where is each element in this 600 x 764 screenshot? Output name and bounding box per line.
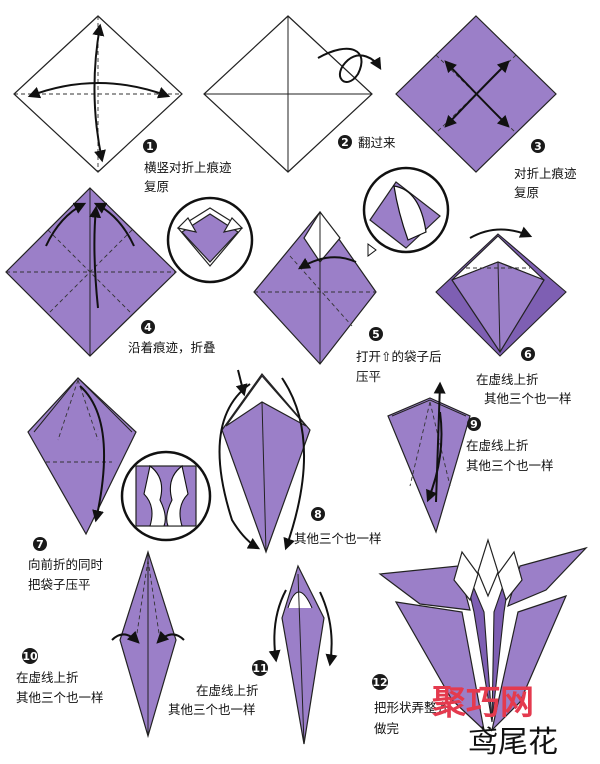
step-caption-line: 复原 [144, 179, 169, 194]
step-caption-line: 打开⇧的袋子后 [356, 349, 441, 364]
step-4-zoom-detail [166, 196, 254, 284]
step-3-label: 3 对折上痕迹 复原 [514, 139, 577, 200]
step-number: 5 [372, 328, 380, 341]
step-caption-line: 横竖对折上痕迹 [144, 160, 232, 175]
step-caption-line: 在虚线上折 [476, 372, 539, 387]
step-8-label: 8 其他三个也一样 [294, 507, 382, 546]
step-11-label: 11 在虚线上折 其他三个也一样 [168, 660, 268, 717]
step-2-figure [203, 15, 382, 173]
step-number: 2 [341, 136, 349, 149]
step-7-zoom-detail [120, 450, 212, 542]
step-caption-line: 在虚线上折 [466, 438, 529, 453]
step-8-figure [218, 369, 311, 554]
step-11-figure [268, 564, 338, 745]
step-number: 8 [314, 508, 322, 521]
step-number: 6 [524, 348, 532, 361]
step-caption-line: 在虚线上折 [16, 670, 79, 685]
step-caption-line: 压平 [356, 369, 381, 384]
step-number: 4 [144, 321, 152, 334]
step-caption-line: 做完 [374, 721, 399, 736]
step-caption-line: 在虚线上折 [196, 683, 259, 698]
step-caption-line: 翻过来 [358, 135, 396, 150]
step-number: 11 [252, 662, 267, 675]
step-7-figure [27, 377, 137, 536]
step-5-figure [253, 210, 377, 365]
step-number: 3 [534, 140, 542, 153]
step-caption-line: 其他三个也一样 [16, 690, 104, 705]
step-3-figure [395, 15, 557, 173]
step-5-label: 5 打开⇧的袋子后 压平 [356, 327, 441, 384]
step-9-label: 9 在虚线上折 其他三个也一样 [466, 417, 554, 473]
step-4-figure [5, 187, 177, 357]
step-caption-line: 复原 [514, 185, 539, 200]
step-caption-line: 其他三个也一样 [294, 531, 382, 546]
diagram-title: 鸢尾花 [468, 725, 558, 760]
step-caption-line: 其他三个也一样 [484, 391, 572, 406]
step-number: 9 [470, 418, 478, 431]
step-caption-line: 其他三个也一样 [168, 702, 256, 717]
step-number: 10 [22, 650, 38, 663]
step-caption-line: 向前折的同时 [28, 557, 104, 572]
step-caption-line: 其他三个也一样 [466, 458, 554, 473]
step-6-label: 6 在虚线上折 其他三个也一样 [476, 347, 572, 406]
step-5-zoom-detail [362, 166, 450, 254]
step-1-figure [13, 15, 183, 173]
step-caption-line: 把形状弄整齐 [374, 700, 450, 715]
step-7-label: 7 向前折的同时 把袋子压平 [28, 537, 104, 592]
step-caption-line: 把袋子压平 [28, 577, 91, 592]
step-4-label: 4 沿着痕迹，折叠 [128, 320, 216, 355]
step-6-figure [435, 226, 567, 357]
step-1-label: 1 横竖对折上痕迹 复原 [143, 139, 232, 194]
step-12-figure [378, 537, 588, 732]
step-number: 1 [146, 140, 154, 153]
step-10-label: 10 在虚线上折 其他三个也一样 [16, 648, 104, 705]
step-caption-line: 对折上痕迹 [514, 166, 577, 181]
step-caption-line: 沿着痕迹，折叠 [128, 340, 216, 355]
watermark-text: 聚巧网 [431, 683, 534, 723]
step-12-label: 12 把形状弄整齐 做完 [372, 674, 450, 736]
step-number: 12 [372, 676, 387, 689]
step-9-figure [387, 381, 471, 534]
step-2-label: 2 翻过来 [338, 135, 396, 150]
step-number: 7 [36, 538, 44, 551]
step-10-figure [111, 550, 185, 739]
